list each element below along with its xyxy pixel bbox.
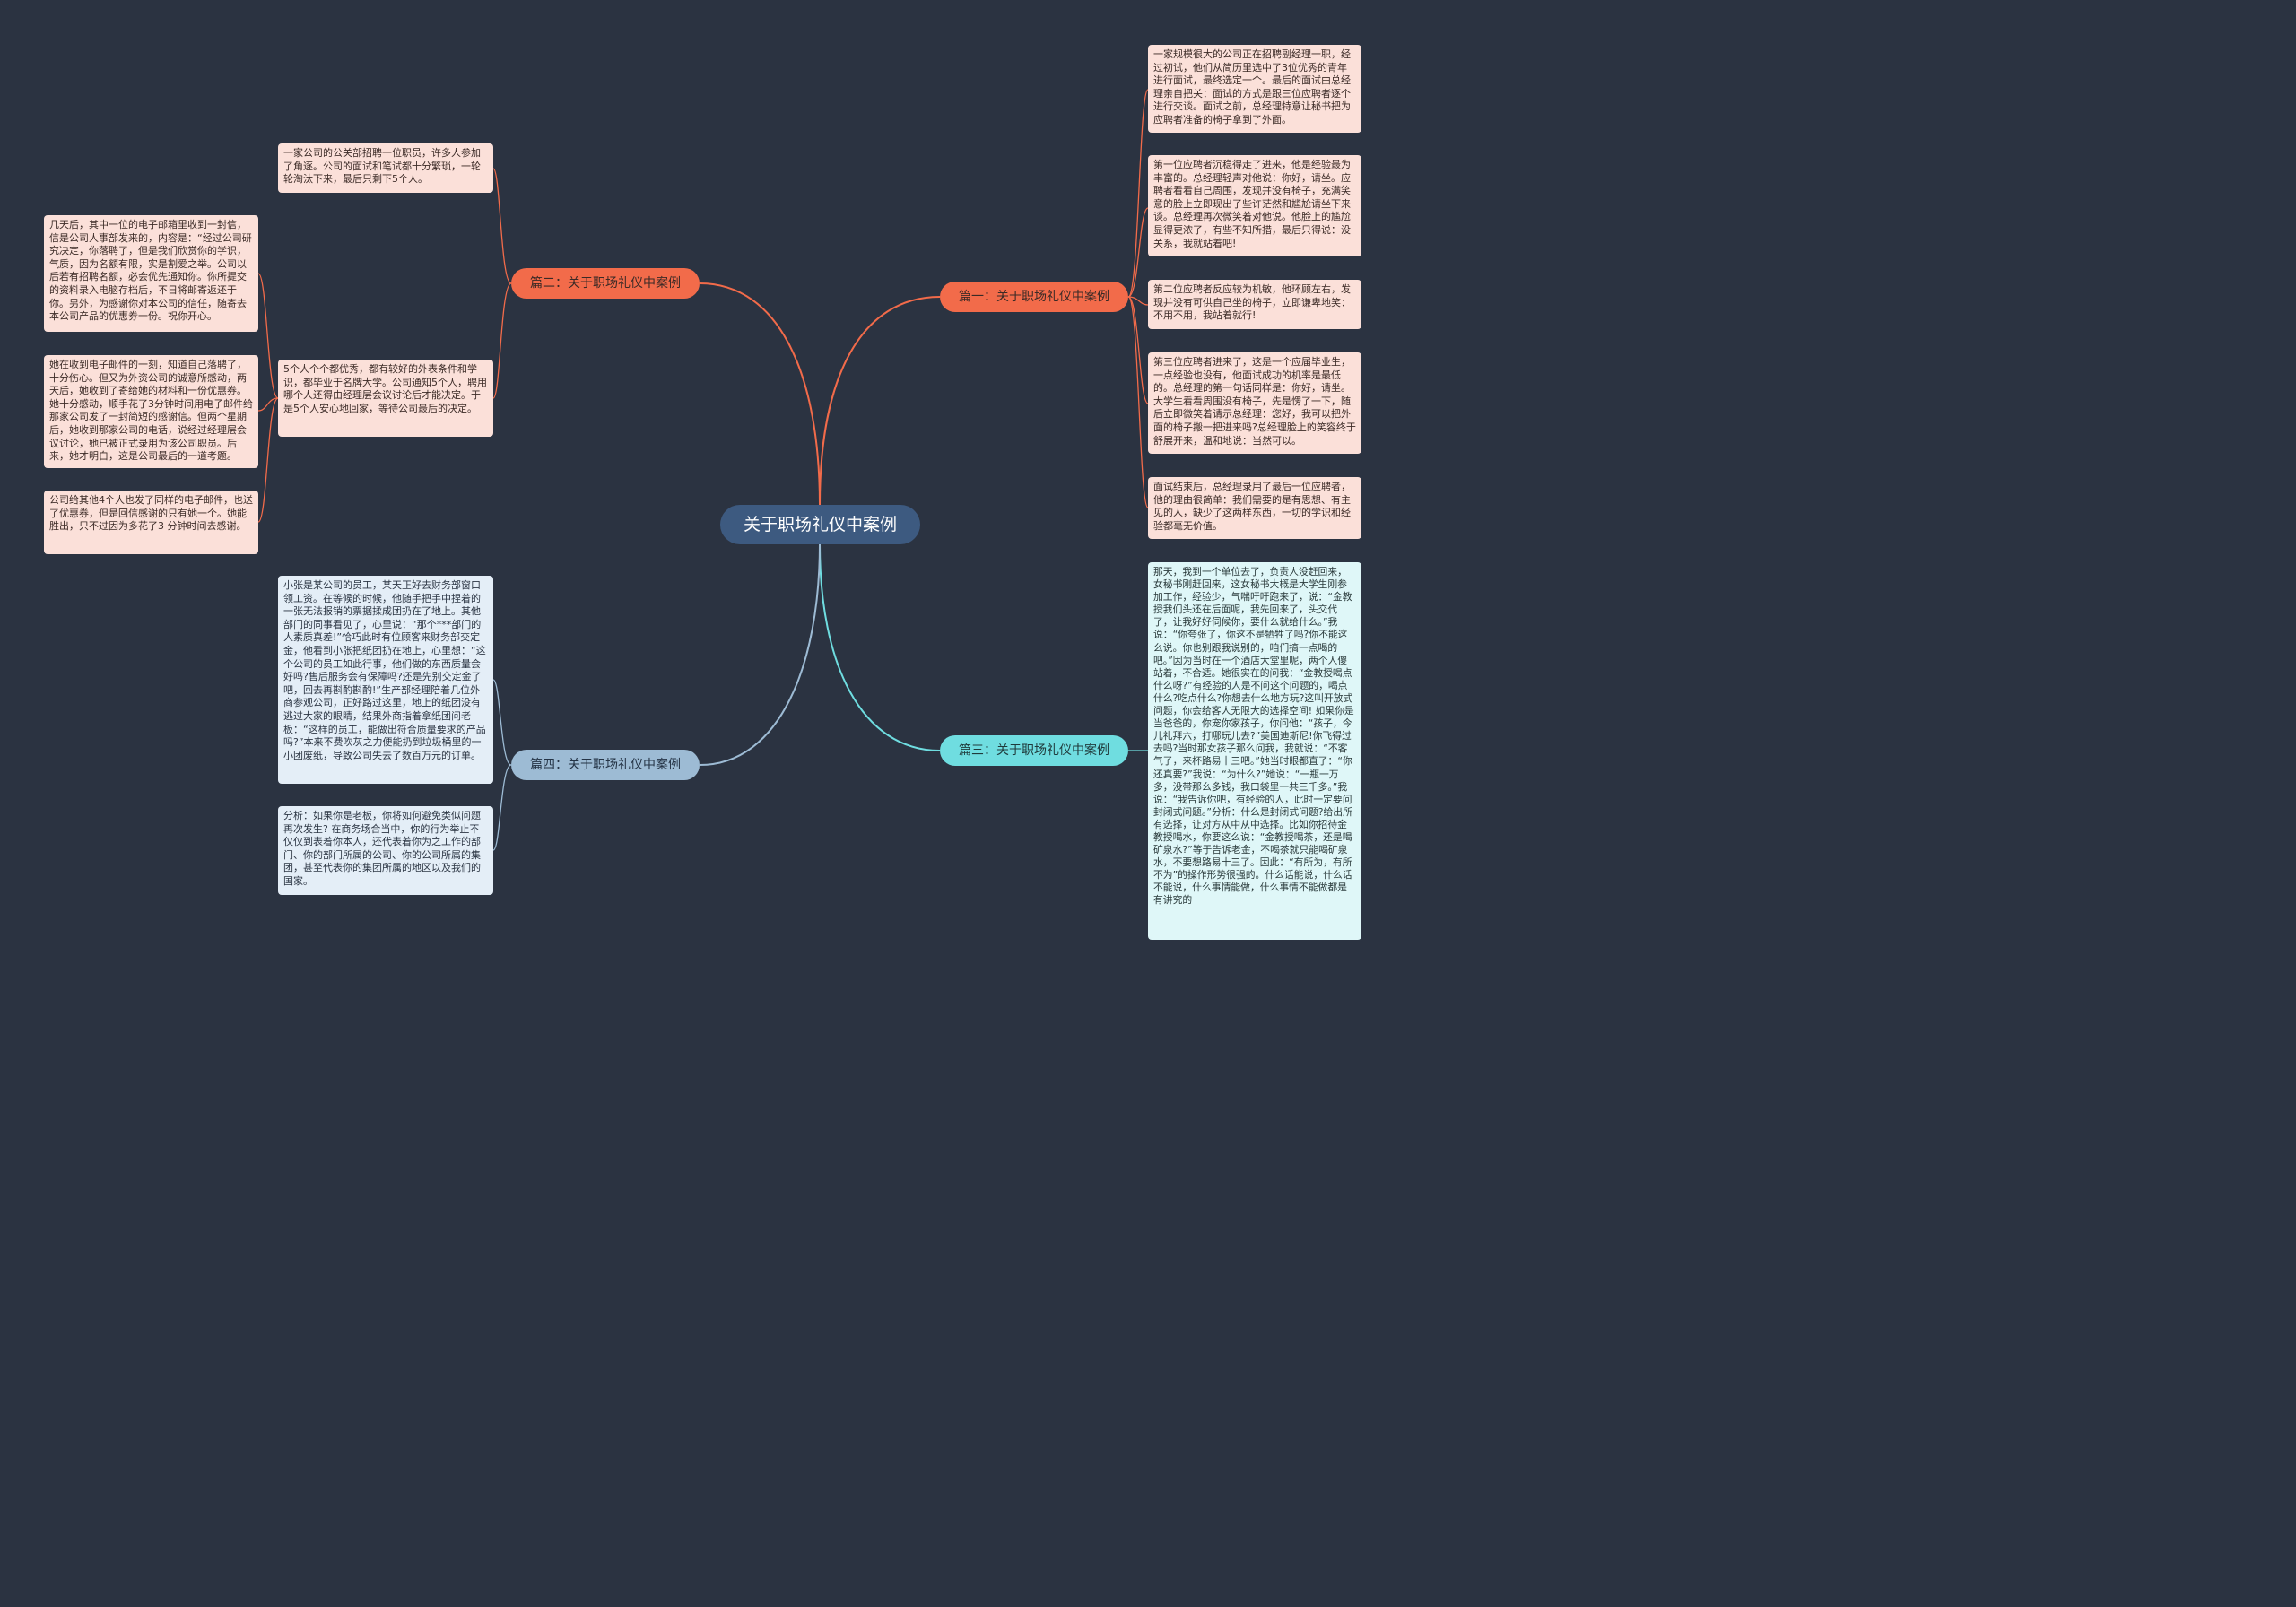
connector-lines: [257, 89, 1149, 851]
branch-1-leaf-2[interactable]: 第一位应聘者沉稳得走了进来，他是经验最为丰富的。总经理轻声对他说：你好，请坐。应…: [1148, 155, 1361, 256]
branch-2-leaf-2[interactable]: 5个人个个都优秀，都有较好的外表条件和学识，都毕业于名牌大学。公司通知5个人，聘…: [278, 360, 493, 437]
branch-3-topic[interactable]: 篇三：关于职场礼仪中案例: [940, 735, 1128, 766]
branch-1-leaf-5[interactable]: 面试结束后，总经理录用了最后一位应聘者，他的理由很简单：我们需要的是有思想、有主…: [1148, 477, 1361, 539]
link-root-b3: [819, 543, 941, 751]
branch-4-leaf-1[interactable]: 小张是某公司的员工，某天正好去财务部窗口领工资。在等候的时候，他随手把手中捏着的…: [278, 576, 493, 784]
link-root-b1: [819, 296, 941, 506]
link-root-b2: [699, 282, 821, 506]
branch-2-subleaf-1[interactable]: 几天后，其中一位的电子邮箱里收到一封信，信是公司人事部发来的，内容是：“经过公司…: [44, 215, 258, 332]
branch-4-topic[interactable]: 篇四：关于职场礼仪中案例: [511, 750, 700, 780]
branch-2-topic[interactable]: 篇二：关于职场礼仪中案例: [511, 268, 700, 299]
root-topic[interactable]: 关于职场礼仪中案例: [720, 505, 920, 544]
branch-2-subleaf-3[interactable]: 公司给其他4个人也发了同样的电子邮件，也送了优惠券，但是回信感谢的只有她一个。她…: [44, 491, 258, 554]
branch-1-leaf-3[interactable]: 第二位应聘者反应较为机敏，他环顾左右，发现并没有可供自己坐的椅子，立即谦卑地笑：…: [1148, 280, 1361, 329]
link-root-b4: [699, 543, 821, 766]
branch-2-leaf-1[interactable]: 一家公司的公关部招聘一位职员，许多人参加了角逐。公司的面试和笔试都十分繁琐，一轮…: [278, 143, 493, 193]
branch-1-leaf-4[interactable]: 第三位应聘者进来了，这是一个应届毕业生，一点经验也没有，他面试成功的机率是最低的…: [1148, 352, 1361, 454]
branch-3-leaf-1[interactable]: 那天，我到一个单位去了，负责人没赶回来，女秘书刚赶回来，这女秘书大概是大学生刚参…: [1148, 562, 1361, 940]
branch-4-leaf-2[interactable]: 分析：如果你是老板，你将如何避免类似问题再次发生? 在商务场合当中，你的行为举止…: [278, 806, 493, 895]
branch-2-subleaf-2[interactable]: 她在收到电子邮件的一刻，知道自己落聘了，十分伤心。但又为外资公司的诚意所感动，两…: [44, 355, 258, 468]
branch-1-topic[interactable]: 篇一：关于职场礼仪中案例: [940, 282, 1128, 312]
branch-1-leaf-1[interactable]: 一家规模很大的公司正在招聘副经理一职，经过初试，他们从简历里选中了3位优秀的青年…: [1148, 45, 1361, 133]
